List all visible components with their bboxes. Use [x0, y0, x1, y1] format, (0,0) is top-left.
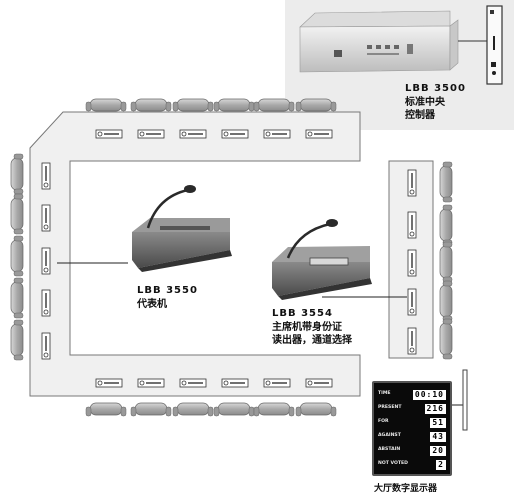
chair [213, 98, 255, 112]
display-row: FOR 51 [378, 418, 446, 429]
chair [253, 98, 295, 112]
chair [85, 402, 127, 417]
discussion-unit [41, 332, 51, 360]
discussion-unit [407, 288, 417, 316]
discussion-unit [41, 204, 51, 232]
chair [439, 161, 453, 203]
display-row-value: 51 [430, 418, 446, 428]
display-row: ABSTAIN 20 [378, 446, 446, 457]
discussion-unit [305, 378, 333, 388]
discussion-unit [407, 169, 417, 197]
display-row-label: FOR [378, 419, 389, 424]
display-row: PRESENT 216 [378, 404, 446, 415]
discussion-unit [137, 378, 165, 388]
display-row-label: TIME [378, 391, 391, 396]
discussion-unit [407, 327, 417, 355]
discussion-unit [95, 129, 123, 139]
chair [253, 402, 295, 417]
chair [295, 402, 337, 417]
discussion-unit [179, 378, 207, 388]
hall-display-screen: TIME 00:10 PRESENT 216 FOR 51 AGAINST 43… [372, 381, 452, 476]
discussion-unit [305, 129, 333, 139]
main-table [29, 111, 361, 397]
central-control-unit [299, 10, 459, 73]
discussion-unit [41, 289, 51, 317]
chair [10, 193, 24, 235]
display-row-label: AGAINST [378, 433, 401, 438]
chair [130, 402, 172, 417]
display-row: AGAINST 43 [378, 432, 446, 443]
display-row-value: 00:10 [412, 390, 446, 400]
chairman-unit-name-line2: 读出器，通道选择 [272, 335, 352, 346]
discussion-unit [407, 211, 417, 239]
chair [295, 98, 337, 112]
chair [10, 319, 24, 361]
discussion-unit [95, 378, 123, 388]
display-row-value: 216 [424, 404, 446, 414]
delegate-unit-name-label: 代表机 [137, 299, 167, 310]
discussion-unit [137, 129, 165, 139]
delegate-unit-model-label: LBB 3550 [137, 285, 198, 296]
central-unit-name-line2: 控制器 [405, 110, 435, 121]
display-row-label: PRESENT [378, 405, 402, 410]
display-name-label: 大厅数字显示器 [374, 484, 438, 494]
discussion-unit [263, 129, 291, 139]
display-row-value: 43 [430, 432, 446, 442]
discussion-unit [407, 249, 417, 277]
chair [10, 277, 24, 319]
chair [172, 98, 214, 112]
chair [439, 318, 453, 360]
chairman-unit-model-label: LBB 3554 [272, 308, 333, 319]
delegate-unit-device [132, 185, 232, 272]
chair [439, 241, 453, 283]
chairman-unit-name-line1: 主席机带身份证 [272, 322, 342, 333]
display-row-value: 20 [430, 446, 446, 456]
display-row-value: 2 [436, 460, 446, 470]
chair [439, 204, 453, 246]
chair [439, 280, 453, 322]
chair [10, 153, 24, 195]
discussion-unit [179, 129, 207, 139]
rack-panel [486, 5, 503, 85]
chair [130, 98, 172, 112]
display-row-label: NOT VOTED [378, 461, 408, 466]
chair [172, 402, 214, 417]
discussion-units-group [41, 129, 417, 388]
display-row-label: ABSTAIN [378, 447, 401, 452]
discussion-unit [41, 247, 51, 275]
chair [10, 235, 24, 277]
display-row: NOT VOTED 2 [378, 460, 446, 471]
display-row: TIME 00:10 [378, 390, 446, 401]
discussion-unit [221, 378, 249, 388]
central-unit-model-label: LBB 3500 [405, 83, 466, 94]
central-unit-name-line1: 标准中央 [405, 97, 445, 108]
chairman-unit-device [272, 219, 372, 300]
discussion-unit [221, 129, 249, 139]
discussion-unit [263, 378, 291, 388]
chair [213, 402, 255, 417]
chair [85, 98, 127, 112]
display-wall-mount [462, 369, 468, 431]
chairs-group [10, 98, 453, 417]
discussion-unit [41, 162, 51, 190]
